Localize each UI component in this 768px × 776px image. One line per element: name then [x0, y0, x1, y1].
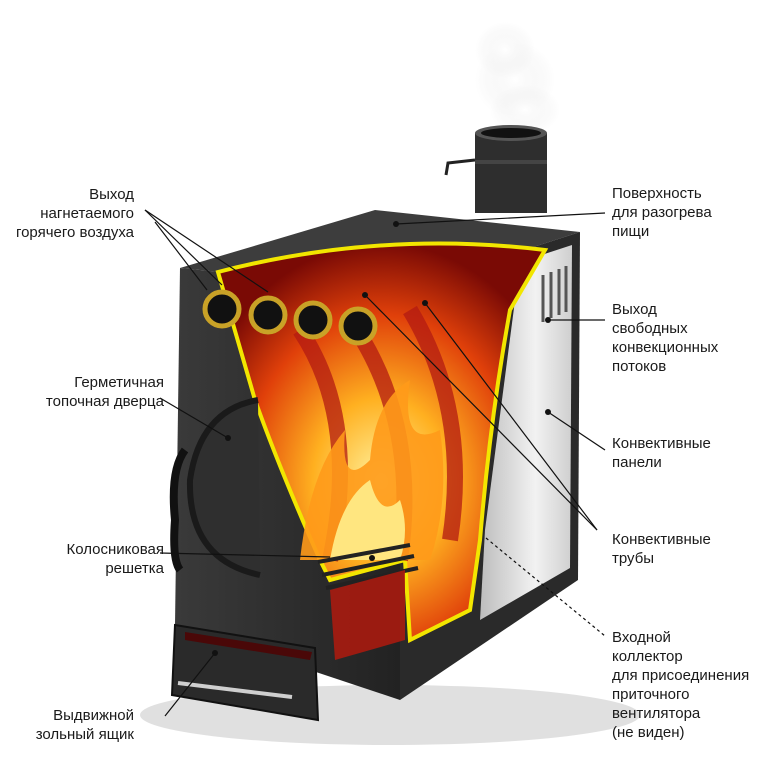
label-hot-air-outlet: Выход нагнетаемого горячего воздуха [15, 186, 134, 241]
label-ash-drawer: Выдвижной зольный ящик [35, 707, 134, 743]
chimney [444, 125, 547, 213]
label-convective-pipes: Конвективные трубы [612, 531, 711, 567]
label-convective-panels: Конвективные панели [612, 435, 711, 471]
convection-louvres [541, 266, 568, 322]
ash-chamber [330, 570, 405, 660]
ash-drawer [170, 623, 320, 722]
leader-dots [212, 221, 551, 656]
leader-lines [144, 209, 606, 717]
steam [475, 22, 560, 135]
firebox-door [169, 397, 261, 578]
label-firebox-door: Герметичная топочная дверца [45, 374, 164, 410]
hot-air-pipes [202, 289, 378, 346]
convective-panel [480, 245, 572, 620]
label-inlet-collector: Входной коллектор для присоединения прит… [612, 629, 750, 741]
label-grate: Колосниковая решетка [66, 541, 164, 577]
label-convection-outlet: Выход свободных конвекционных потоков [612, 301, 719, 375]
flames [300, 380, 444, 560]
label-cooking-surface: Поверхность для разогрева пищи [612, 185, 712, 240]
